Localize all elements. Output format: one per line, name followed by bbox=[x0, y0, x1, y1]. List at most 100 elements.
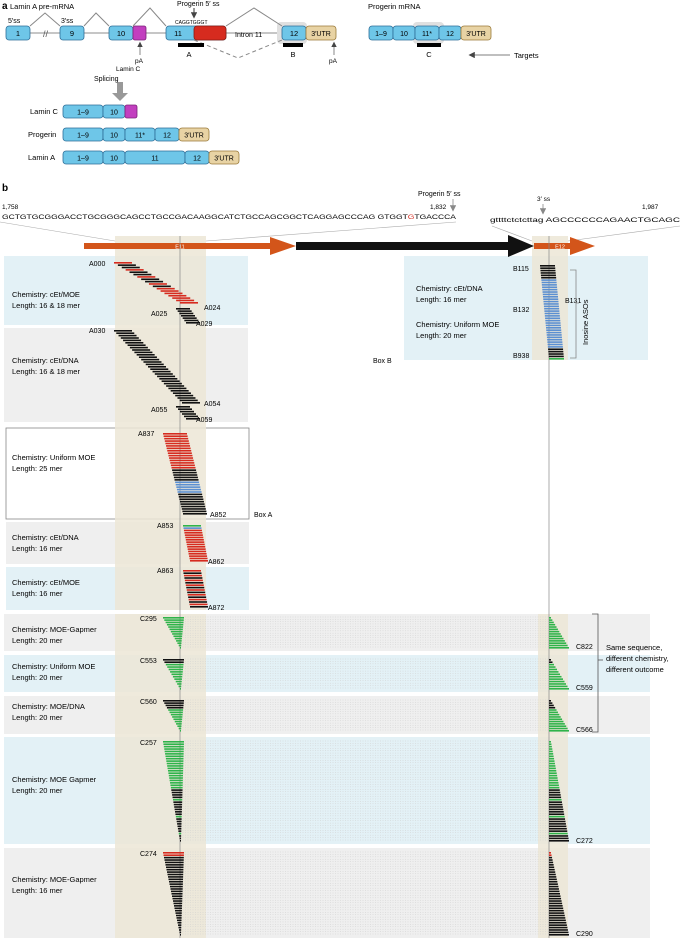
aso-bar bbox=[175, 912, 182, 914]
svg-text:B132: B132 bbox=[513, 307, 529, 314]
aso-bar bbox=[160, 290, 179, 292]
group-a5: Chemistry: cEt/MOE Length: 16 mer A863 A… bbox=[12, 568, 224, 612]
aso-bar bbox=[141, 358, 160, 361]
aso-bar bbox=[141, 278, 160, 281]
svg-text:Length: 20 mer: Length: 20 mer bbox=[12, 786, 63, 795]
aso-bar bbox=[173, 476, 198, 479]
aso-bar bbox=[549, 825, 567, 828]
aso-bar bbox=[549, 912, 565, 914]
aso-bar bbox=[549, 675, 562, 678]
sequence-e11: GCTGTGCGGGACCTGCGGGCAGCCTGCCGACAAGGCATCT… bbox=[2, 214, 457, 221]
aso-bar bbox=[178, 493, 203, 496]
aso-bar bbox=[176, 723, 182, 725]
group-a1: Chemistry: cEt/MOE Length: 16 & 18 mer A… bbox=[12, 261, 220, 328]
aso-bar bbox=[164, 437, 189, 440]
aso-bar bbox=[165, 753, 184, 755]
panel-b: b Progerin 5′ ss 1,758 1,832 GCTGTGCGGGA… bbox=[0, 183, 680, 938]
aso-bar bbox=[178, 408, 192, 410]
aso-bar bbox=[180, 730, 181, 732]
aso-bar bbox=[169, 711, 183, 714]
aso-bar bbox=[136, 354, 155, 356]
aso-bar bbox=[174, 806, 183, 808]
svg-text:A030: A030 bbox=[89, 328, 105, 335]
aso-bar bbox=[549, 823, 566, 825]
aso-bar bbox=[167, 452, 192, 454]
aso-bar bbox=[546, 334, 562, 336]
svg-text:10: 10 bbox=[400, 31, 408, 38]
svg-text:Length: 25 mer: Length: 25 mer bbox=[12, 464, 63, 473]
svg-text:C566: C566 bbox=[576, 727, 593, 734]
aso-bar bbox=[133, 273, 152, 276]
aso-bar bbox=[180, 840, 181, 842]
aso-bar bbox=[549, 871, 556, 873]
aso-bar bbox=[549, 772, 557, 774]
svg-text:A025: A025 bbox=[151, 311, 167, 318]
aso-bar bbox=[541, 276, 557, 279]
splice-arc-3 bbox=[132, 7, 167, 27]
aso-bar bbox=[540, 267, 556, 269]
aso-bar bbox=[549, 741, 551, 743]
svg-text:Chemistry: Uniform MOE: Chemistry: Uniform MOE bbox=[12, 453, 95, 462]
aso-bar bbox=[549, 832, 568, 835]
pos-start: 1,758 bbox=[2, 204, 19, 211]
aso-bar bbox=[172, 392, 191, 394]
aso-bar bbox=[145, 280, 164, 283]
aso-bar bbox=[549, 811, 564, 813]
aso-bar bbox=[189, 601, 208, 603]
aso-bar bbox=[175, 483, 200, 486]
aso-bar bbox=[549, 683, 566, 685]
aso-bar bbox=[125, 342, 144, 344]
aso-bar bbox=[166, 445, 191, 447]
aso-bar bbox=[549, 706, 556, 709]
aso-bar bbox=[549, 801, 562, 803]
aso-bar bbox=[187, 594, 206, 596]
aso-bar bbox=[549, 909, 564, 912]
aso-bar bbox=[163, 435, 188, 438]
aso-bar bbox=[180, 503, 205, 505]
utr-block: 3′UTR bbox=[305, 25, 337, 41]
aso-bar bbox=[174, 905, 183, 907]
pa-label-2: pA bbox=[329, 58, 338, 65]
svg-text:9: 9 bbox=[70, 29, 74, 38]
aso-bar bbox=[177, 397, 196, 399]
svg-text:Length: 20 mer: Length: 20 mer bbox=[416, 331, 467, 340]
splicing-label: Splicing bbox=[94, 76, 119, 83]
aso-bar bbox=[549, 630, 560, 633]
aso-bar bbox=[167, 871, 184, 873]
aso-bar bbox=[549, 890, 560, 893]
svg-text:B938: B938 bbox=[513, 353, 529, 360]
target-b-bar bbox=[283, 43, 303, 47]
aso-bar bbox=[548, 353, 564, 355]
aso-bar bbox=[176, 640, 182, 642]
aso-bar bbox=[114, 330, 132, 332]
aso-bar bbox=[549, 888, 559, 890]
aso-bar bbox=[164, 702, 184, 704]
aso-bar bbox=[168, 294, 187, 297]
aso-bar bbox=[549, 796, 562, 799]
aso-bar bbox=[188, 550, 207, 553]
panel-b-label: b bbox=[2, 183, 8, 194]
aso-bar bbox=[163, 433, 187, 435]
aso-bar bbox=[177, 642, 182, 644]
sequence-e12: gttttctctcttag AGCCCCCCAGAACTGCAGC bbox=[490, 217, 680, 224]
aso-bar bbox=[549, 617, 551, 619]
exon-10: 10 bbox=[108, 25, 134, 41]
aso-bar bbox=[129, 271, 148, 274]
svg-text:A852: A852 bbox=[210, 512, 226, 519]
aso-bar bbox=[549, 723, 565, 725]
lamin-c-pa-label: Lamin C bbox=[116, 66, 141, 73]
aso-bar bbox=[549, 762, 555, 765]
aso-bar bbox=[549, 921, 567, 924]
aso-bar bbox=[549, 924, 567, 926]
aso-bar bbox=[174, 479, 199, 481]
aso-bar bbox=[177, 921, 182, 924]
aso-bar bbox=[183, 574, 202, 577]
aso-bar bbox=[177, 491, 202, 493]
aso-bar bbox=[163, 854, 184, 857]
aso-bar bbox=[168, 668, 183, 671]
aso-bar bbox=[168, 454, 193, 457]
aso-bar bbox=[549, 806, 563, 808]
aso-bar bbox=[549, 750, 553, 753]
svg-text:Chemistry: cEt/MOE: Chemistry: cEt/MOE bbox=[12, 578, 80, 587]
aso-bar bbox=[549, 640, 565, 642]
